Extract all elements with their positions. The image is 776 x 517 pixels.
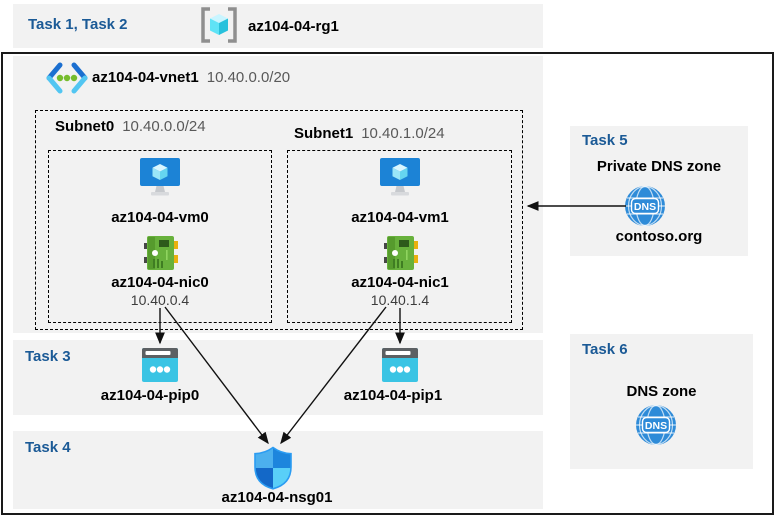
task3-band xyxy=(13,340,543,415)
task6-panel xyxy=(570,334,753,469)
pip1-label: az104-04-pip1 xyxy=(343,387,443,404)
vnet-panel xyxy=(13,56,543,333)
pip0-label: az104-04-pip0 xyxy=(100,387,200,404)
vm0-icon xyxy=(138,158,182,200)
subnet1-cidr: 10.40.1.0/24 xyxy=(361,125,445,142)
nic1-icon xyxy=(382,234,420,272)
network-security-group-icon xyxy=(253,446,293,490)
nic0-ip: 10.40.0.4 xyxy=(130,292,190,308)
subnets-wrapper-box xyxy=(35,110,523,330)
resource-group-boundary xyxy=(1,52,774,515)
subnet0-header: Subnet0 10.40.0.0/24 xyxy=(55,118,206,135)
nic0-icon xyxy=(142,234,180,272)
resource-group-name: az104-04-rg1 xyxy=(248,18,339,35)
header-band xyxy=(13,4,543,48)
pip0-icon xyxy=(142,348,178,382)
vm0-label: az104-04-vm0 xyxy=(111,209,209,226)
task3-label: Task 3 xyxy=(25,348,71,365)
resource-group-icon xyxy=(199,6,239,44)
task6-title: DNS zone xyxy=(626,383,697,400)
nic0-label: az104-04-nic0 xyxy=(111,274,209,291)
vnet-header: az104-04-vnet1 10.40.0.0/20 xyxy=(92,69,290,86)
subnet1-header: Subnet1 10.40.1.0/24 xyxy=(294,125,445,142)
task5-zone-name: contoso.org xyxy=(615,228,703,245)
subnet0-name: Subnet0 xyxy=(55,118,115,135)
pip1-icon xyxy=(382,348,418,382)
nic1-label: az104-04-nic1 xyxy=(351,274,449,291)
task5-title: Private DNS zone xyxy=(596,158,722,175)
task6-label: Task 6 xyxy=(582,341,628,358)
vnet-cidr: 10.40.0.0/20 xyxy=(206,69,291,86)
vnet-name: az104-04-vnet1 xyxy=(92,69,199,86)
vm1-icon xyxy=(378,158,422,200)
dns-icon-text: DNS xyxy=(634,201,656,213)
task12-label: Task 1, Task 2 xyxy=(28,16,128,33)
vm1-label: az104-04-vm1 xyxy=(351,209,449,226)
dns-zone-icon: DNS xyxy=(635,404,677,446)
private-dns-zone-icon: DNS xyxy=(624,185,666,227)
subnet1-name: Subnet1 xyxy=(294,125,354,142)
task5-panel xyxy=(570,126,748,256)
subnet0-cidr: 10.40.0.0/24 xyxy=(122,118,206,135)
dns-icon-text: DNS xyxy=(645,420,667,432)
task4-label: Task 4 xyxy=(25,439,71,456)
virtual-network-icon xyxy=(46,61,88,95)
task5-label: Task 5 xyxy=(582,132,628,149)
nsg-label: az104-04-nsg01 xyxy=(221,489,333,506)
nic1-ip: 10.40.1.4 xyxy=(370,292,430,308)
